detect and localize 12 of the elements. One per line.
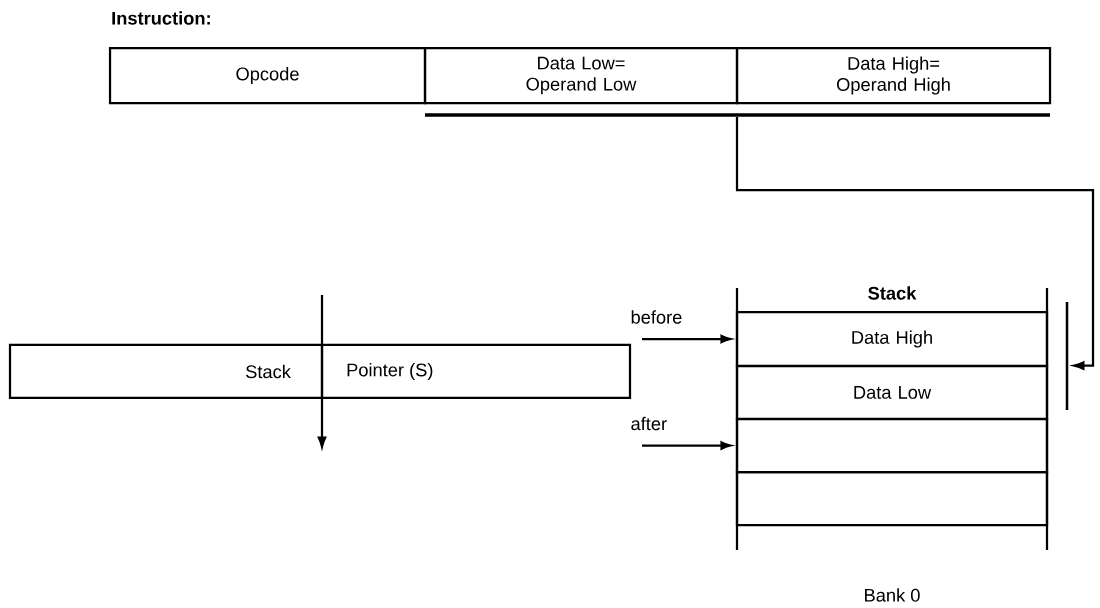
connector-arrow [735,117,1095,370]
field-box: Data Low= Operand Low [423,46,739,105]
field-box: Data High= Operand High [735,46,1052,105]
register-box: Stack Pointer (S) [8,343,632,400]
stack-cell: Data High [735,310,1049,368]
empty-cell [735,470,1049,527]
empty-cell [735,417,1049,474]
field-box: Opcode [108,46,427,105]
edge-label: after [629,415,669,432]
edge-label: before [629,308,684,326]
stack-cell: Data Low [735,364,1049,421]
heading: Instruction: [112,11,210,25]
